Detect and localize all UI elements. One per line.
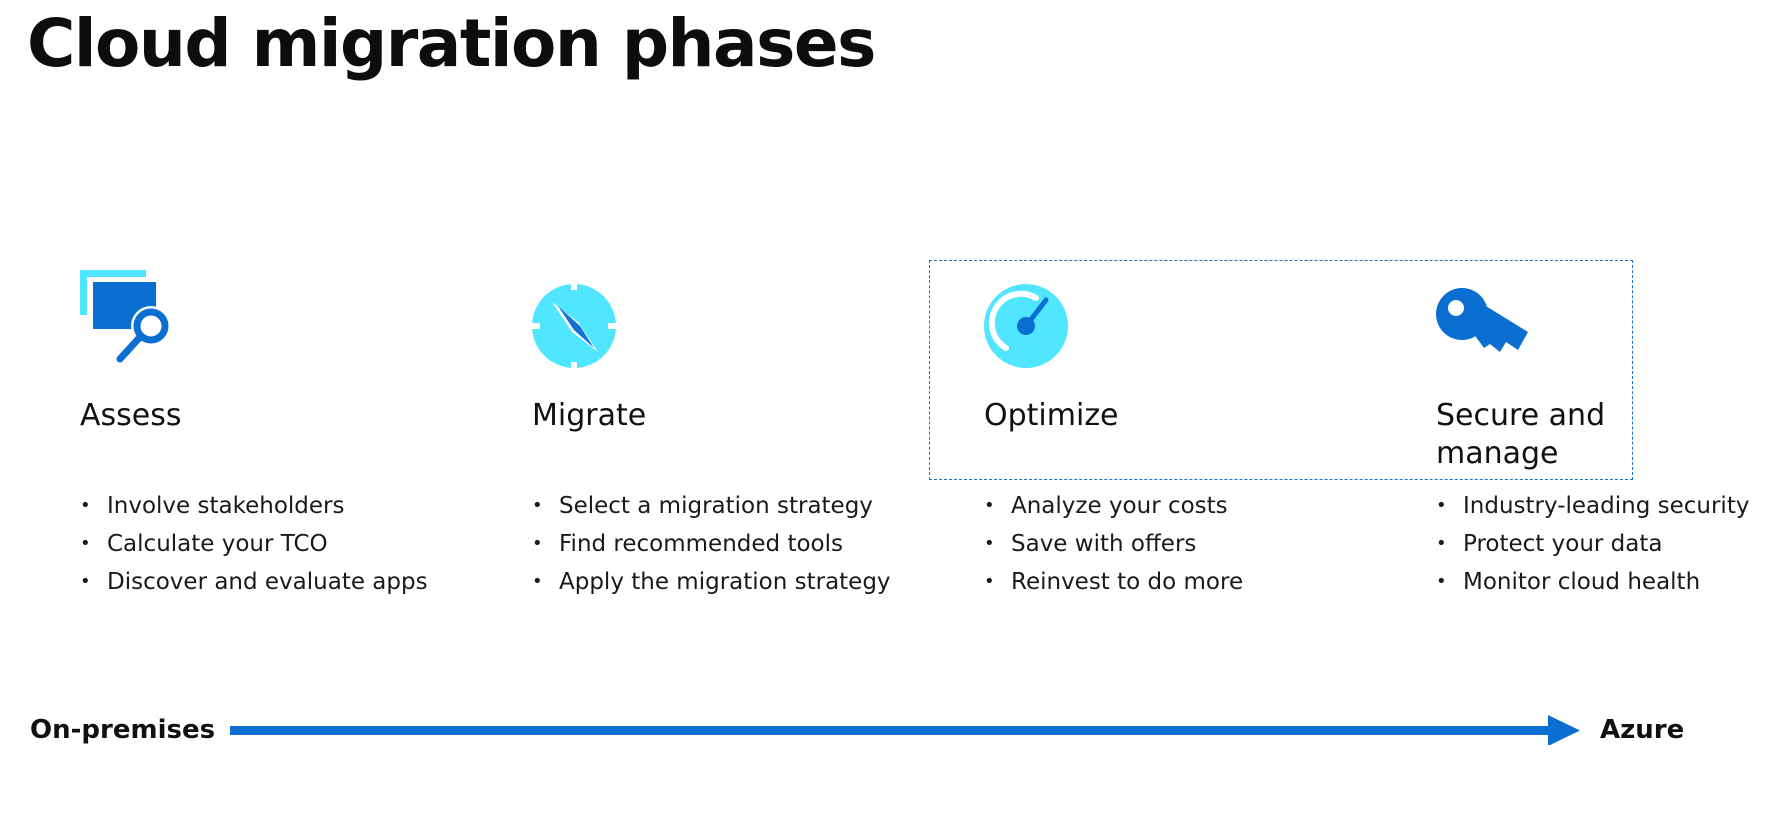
list-item: Involve stakeholders — [80, 487, 500, 525]
gauge-icon — [984, 270, 1094, 375]
phase-assess: Assess Involve stakeholders Calculate yo… — [80, 270, 500, 601]
phase-list: Involve stakeholders Calculate your TCO … — [80, 487, 500, 601]
compass-icon — [532, 270, 642, 375]
phase-list: Select a migration strategy Find recomme… — [532, 487, 952, 601]
list-item: Analyze your costs — [984, 487, 1404, 525]
list-item: Industry-leading security — [1436, 487, 1766, 525]
list-item: Calculate your TCO — [80, 525, 500, 563]
phase-title: Secure and manage — [1436, 398, 1606, 471]
list-item: Protect your data — [1436, 525, 1766, 563]
phase-secure-and-manage: Secure and manage Industry-leading secur… — [1436, 270, 1766, 601]
list-item: Monitor cloud health — [1436, 563, 1766, 601]
flow-arrow — [230, 715, 1580, 745]
phase-title: Assess — [80, 398, 182, 433]
phase-list: Analyze your costs Save with offers Rein… — [984, 487, 1404, 601]
highlight-box — [929, 260, 1633, 480]
assess-search-icon — [80, 270, 190, 375]
list-item: Apply the migration strategy — [532, 563, 952, 601]
phase-optimize: Optimize Analyze your costs Save with of… — [984, 270, 1404, 601]
phase-title: Migrate — [532, 398, 647, 433]
list-item: Find recommended tools — [532, 525, 952, 563]
list-item: Discover and evaluate apps — [80, 563, 500, 601]
flow-start-label: On-premises — [30, 715, 216, 745]
page-title: Cloud migration phases — [27, 5, 876, 82]
list-item: Reinvest to do more — [984, 563, 1404, 601]
flow-end-label: Azure — [1600, 715, 1685, 745]
phase-list: Industry-leading security Protect your d… — [1436, 487, 1766, 601]
list-item: Save with offers — [984, 525, 1404, 563]
phase-title: Optimize — [984, 398, 1119, 433]
phase-migrate: Migrate Select a migration strategy Find… — [532, 270, 952, 601]
key-icon — [1436, 270, 1546, 375]
list-item: Select a migration strategy — [532, 487, 952, 525]
